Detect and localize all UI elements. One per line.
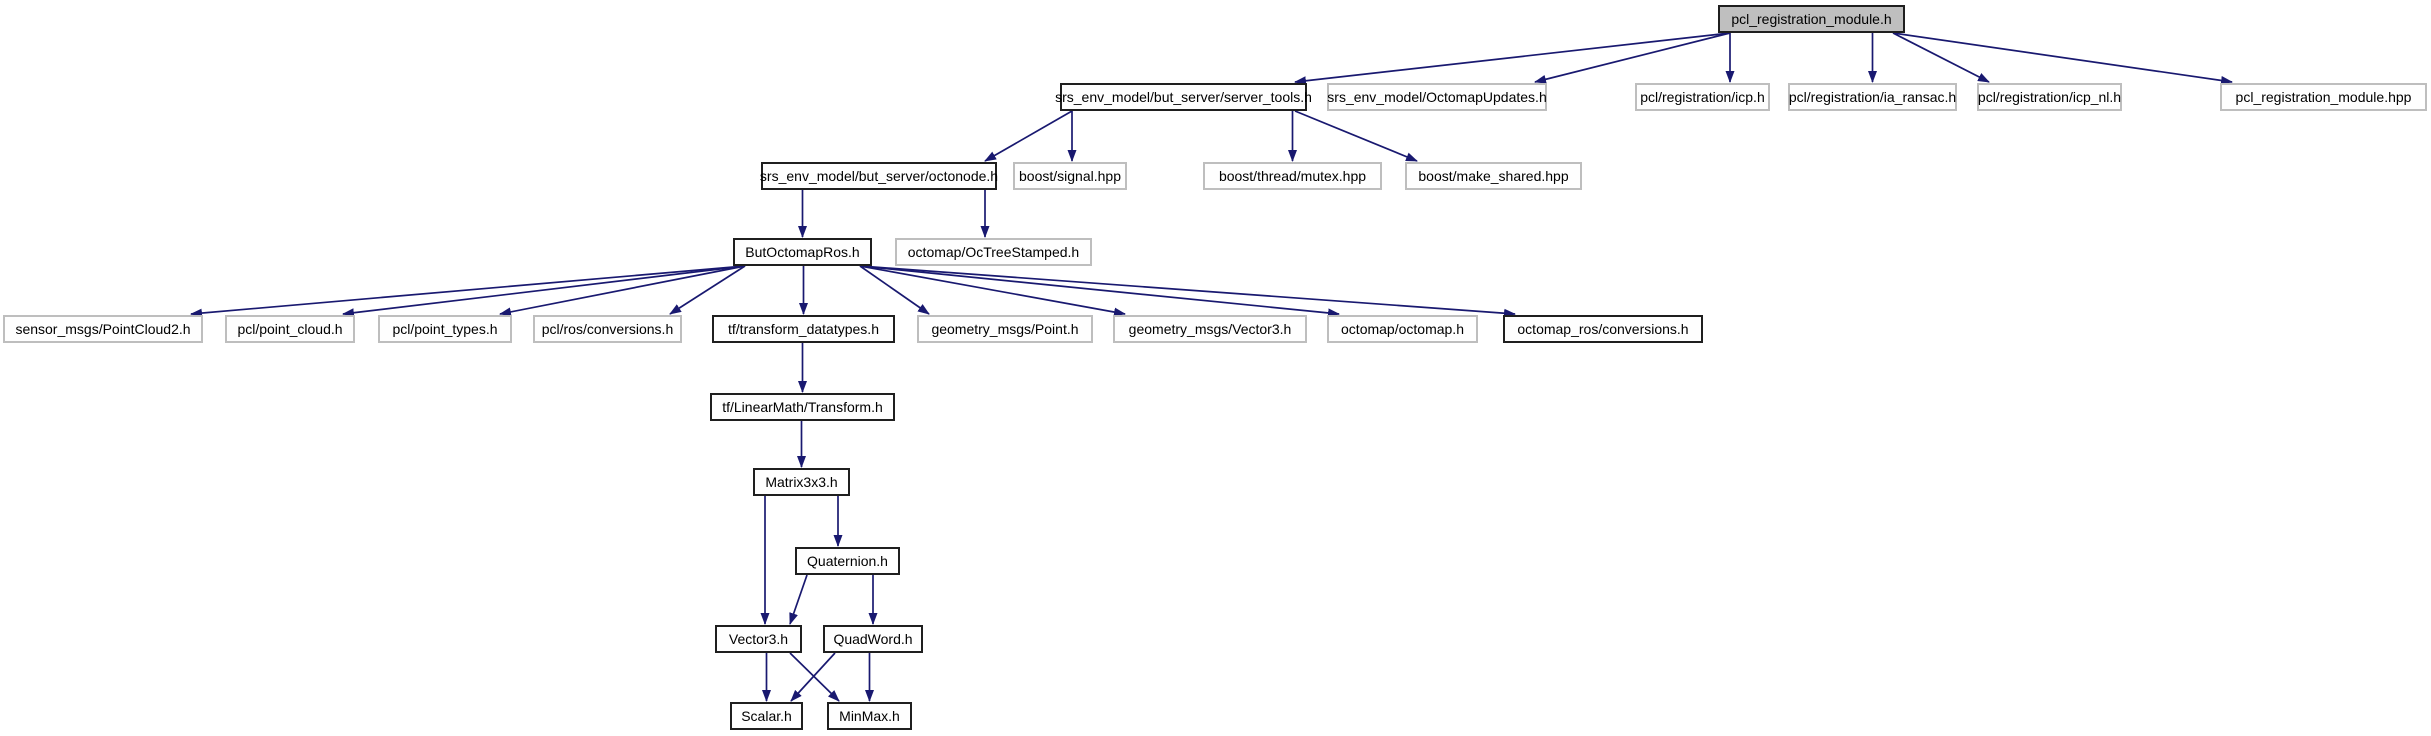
node-boost-thread-mutex-hpp: boost/thread/mutex.hpp (1203, 162, 1382, 190)
edge-butoctomapros-h--geometry-vector3-h (859, 265, 1126, 317)
node-minmax-h[interactable]: MinMax.h (827, 702, 912, 730)
edge-server-tools-h--octonode-h (984, 110, 1073, 162)
node-butoctomapros-h[interactable]: ButOctomapRos.h (733, 238, 872, 266)
node-transform-datatypes-h[interactable]: tf/transform_datatypes.h (712, 315, 895, 343)
edge-butoctomapros-h--octomap-ros-conversions-h (859, 265, 1516, 318)
node-boost-make-shared-hpp: boost/make_shared.hpp (1405, 162, 1582, 190)
node-geometry-point-h: geometry_msgs/Point.h (917, 315, 1093, 343)
node-octree-stamped-h: octomap/OcTreeStamped.h (895, 238, 1092, 266)
edge-butoctomapros-h--point-cloud-h (342, 265, 746, 318)
edge-pcl-registration-module-h--octomap-updates-h (1534, 32, 1731, 84)
node-matrix3x3-h[interactable]: Matrix3x3.h (753, 468, 850, 496)
edge-quadword-h--scalar-h (790, 652, 836, 702)
node-server-tools-h[interactable]: srs_env_model/but_server/server_tools.h (1055, 83, 1312, 111)
edge-quaternion-h--vector3-h (789, 574, 808, 625)
node-icp-nl-h: pcl/registration/icp_nl.h (1977, 83, 2122, 111)
edge-butoctomapros-h--geometry-point-h (859, 265, 930, 315)
node-icp-h: pcl/registration/icp.h (1635, 83, 1770, 111)
node-pcl-registration-module-hpp: pcl_registration_module.hpp (2220, 83, 2427, 111)
node-octomap-ros-conversions-h[interactable]: octomap_ros/conversions.h (1503, 315, 1703, 343)
edge-pcl-registration-module-h--server-tools-h (1294, 32, 1731, 86)
edge-pcl-registration-module-h--pcl-registration-module-hpp (1892, 32, 2233, 85)
edge-vector3-h--minmax-h (789, 652, 840, 702)
node-quaternion-h[interactable]: Quaternion.h (795, 547, 900, 575)
node-transform-h[interactable]: tf/LinearMath/Transform.h (710, 393, 895, 421)
node-ia-ransac-h: pcl/registration/ia_ransac.h (1788, 83, 1957, 111)
edge-pcl-registration-module-h--icp-nl-h (1892, 32, 1990, 83)
edge-butoctomapros-h--point-types-h (499, 265, 746, 317)
node-pcl-registration-module-h: pcl_registration_module.h (1718, 5, 1905, 33)
node-octomap-updates-h: srs_env_model/OctomapUpdates.h (1327, 83, 1547, 111)
node-ros-conversions-h: pcl/ros/conversions.h (533, 315, 682, 343)
node-vector3-h[interactable]: Vector3.h (715, 625, 802, 653)
node-geometry-vector3-h: geometry_msgs/Vector3.h (1113, 315, 1307, 343)
node-quadword-h[interactable]: QuadWord.h (823, 625, 923, 653)
edge-butoctomapros-h--octomap-octomap-h (859, 265, 1340, 318)
node-octonode-h[interactable]: srs_env_model/but_server/octonode.h (760, 162, 998, 190)
node-boost-signal-hpp: boost/signal.hpp (1013, 162, 1127, 190)
node-point-types-h: pcl/point_types.h (378, 315, 512, 343)
node-scalar-h[interactable]: Scalar.h (730, 702, 803, 730)
node-octomap-octomap-h: octomap/octomap.h (1327, 315, 1478, 343)
node-point-cloud-h: pcl/point_cloud.h (225, 315, 355, 343)
edge-server-tools-h--boost-make-shared-hpp (1294, 110, 1418, 162)
edge-butoctomapros-h--pointcloud2-h (190, 265, 746, 318)
edge-butoctomapros-h--ros-conversions-h (669, 265, 746, 315)
node-pointcloud2-h: sensor_msgs/PointCloud2.h (3, 315, 203, 343)
